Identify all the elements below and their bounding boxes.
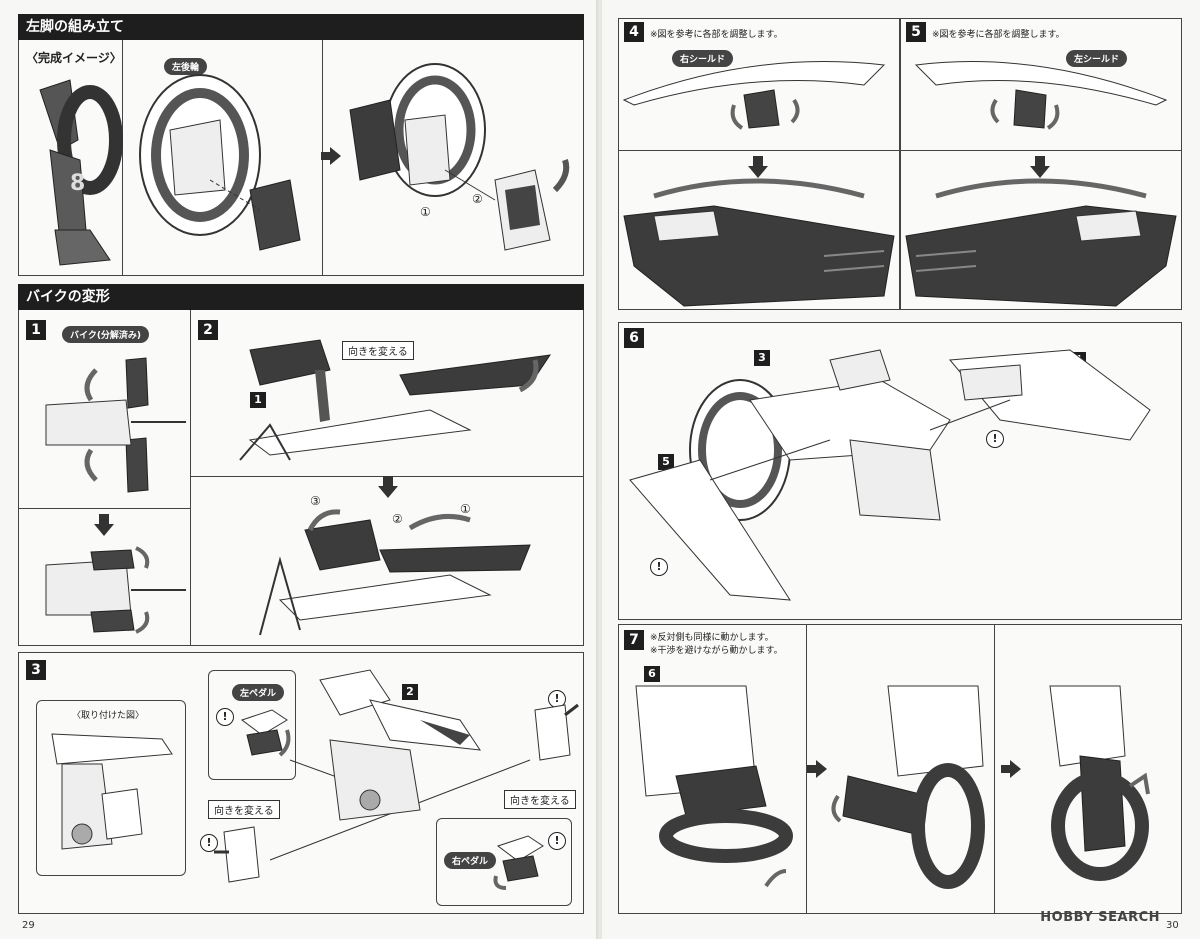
right-shield-tag: 右シールド	[672, 50, 734, 67]
ref-part-3: 3	[754, 350, 770, 366]
warning-icon: !	[986, 430, 1004, 448]
page-number-right: 30	[1166, 920, 1179, 931]
section-title-bike-transform: バイクの変形	[18, 284, 584, 310]
left-rear-wheel-illustration	[139, 74, 301, 251]
left-shield-bottom-illustration	[905, 178, 1177, 307]
step-marker-1: ①	[420, 205, 431, 219]
divider	[18, 508, 190, 509]
divider	[618, 150, 1182, 151]
step-number-3: 3	[26, 660, 46, 680]
left-shield-tag: 左シールド	[1066, 50, 1128, 67]
step-marker-1b: ①	[460, 502, 471, 516]
change-direction-callout: 向きを変える	[342, 341, 414, 360]
step-marker-3: ③	[310, 494, 321, 508]
step7-note-1: ※反対側も同様に動かします。	[650, 633, 774, 643]
attached-view-label: 〈取り付けた図〉	[72, 711, 145, 721]
attached-pedal-illustration	[51, 733, 173, 850]
wheel-fold-stage2-illustration	[831, 685, 985, 889]
svg-text:8: 8	[70, 171, 85, 196]
pedal-part-right-illustration	[534, 703, 579, 761]
step5-note: ※図を参考に各部を調整します。	[932, 30, 1065, 40]
divider	[994, 624, 995, 914]
flow-arrow-right	[321, 147, 341, 165]
warning-icon: !	[200, 834, 218, 852]
change-direction-callout-left: 向きを変える	[208, 800, 280, 819]
left-shield-top-illustration	[914, 61, 1168, 130]
bike-disassembled-tag: バイク(分解済み)	[62, 326, 150, 343]
left-pedal-illustration	[240, 709, 291, 757]
ref-part-6: 6	[644, 666, 660, 682]
left-pedal-tag: 左ペダル	[232, 684, 285, 701]
ref-part-2: 2	[402, 684, 418, 700]
change-direction-callout-right: 向きを変える	[504, 790, 576, 809]
flow-arrow-right	[1001, 760, 1021, 778]
divider	[122, 40, 123, 276]
warning-icon: !	[548, 832, 566, 850]
rear-wheel-tag: 左後輪	[164, 58, 208, 75]
bike-shield-rotated-step2-illustration	[259, 509, 531, 636]
step-number-7: 7	[624, 630, 644, 650]
bike-shield-rotated-illustration	[45, 546, 186, 634]
step-marker-2b: ②	[392, 512, 403, 526]
section-title-left-leg: 左脚の組み立て	[18, 14, 584, 40]
flow-arrow-right	[807, 760, 827, 778]
warning-icon: !	[650, 558, 668, 576]
warning-icon: !	[548, 690, 566, 708]
step-number-2: 2	[198, 320, 218, 340]
step-number-4: 4	[624, 22, 644, 42]
page-number-left: 29	[22, 920, 35, 931]
bike-seat-shield-illustration	[239, 339, 552, 461]
flow-arrow-down	[748, 156, 768, 178]
ref-part-5: 5	[658, 454, 674, 470]
right-pedal-tag: 右ペダル	[444, 852, 497, 869]
divider	[190, 310, 191, 646]
complete-leg-illustration: 8	[39, 79, 123, 266]
step-number-6: 6	[624, 328, 644, 348]
bike-assembly-illustration	[629, 349, 1151, 601]
step4-note: ※図を参考に各部を調整します。	[650, 30, 783, 40]
complete-image-label: 〈完成イメージ〉	[26, 51, 122, 65]
right-shield-top-illustration	[622, 61, 886, 130]
right-shield-bottom-illustration	[623, 178, 895, 307]
step-marker-2: ②	[472, 192, 483, 206]
pedal-part-left-illustration	[214, 826, 260, 883]
flow-arrow-down	[378, 476, 398, 498]
leg-attach-illustration	[349, 63, 570, 251]
wheel-fold-stage1-illustration	[635, 685, 793, 888]
attached-view-box	[36, 700, 186, 876]
page-gutter	[596, 0, 604, 939]
bike-frame-illustration	[319, 669, 482, 821]
right-pedal-illustration	[493, 835, 544, 890]
hobby-search-watermark: HOBBY SEARCH	[1040, 910, 1160, 925]
step-number-5: 5	[906, 22, 926, 42]
ref-part-1: 1	[250, 392, 266, 408]
wheel-fold-stage3-illustration	[1049, 685, 1150, 881]
divider	[806, 624, 807, 914]
bike-disassembled-illustration	[45, 357, 186, 493]
warning-icon: !	[216, 708, 234, 726]
flow-arrow-down	[1030, 156, 1050, 178]
step7-note-2: ※干渉を避けながら動かします。	[650, 646, 783, 656]
step-number-1: 1	[26, 320, 46, 340]
flow-arrow-down	[94, 514, 114, 536]
